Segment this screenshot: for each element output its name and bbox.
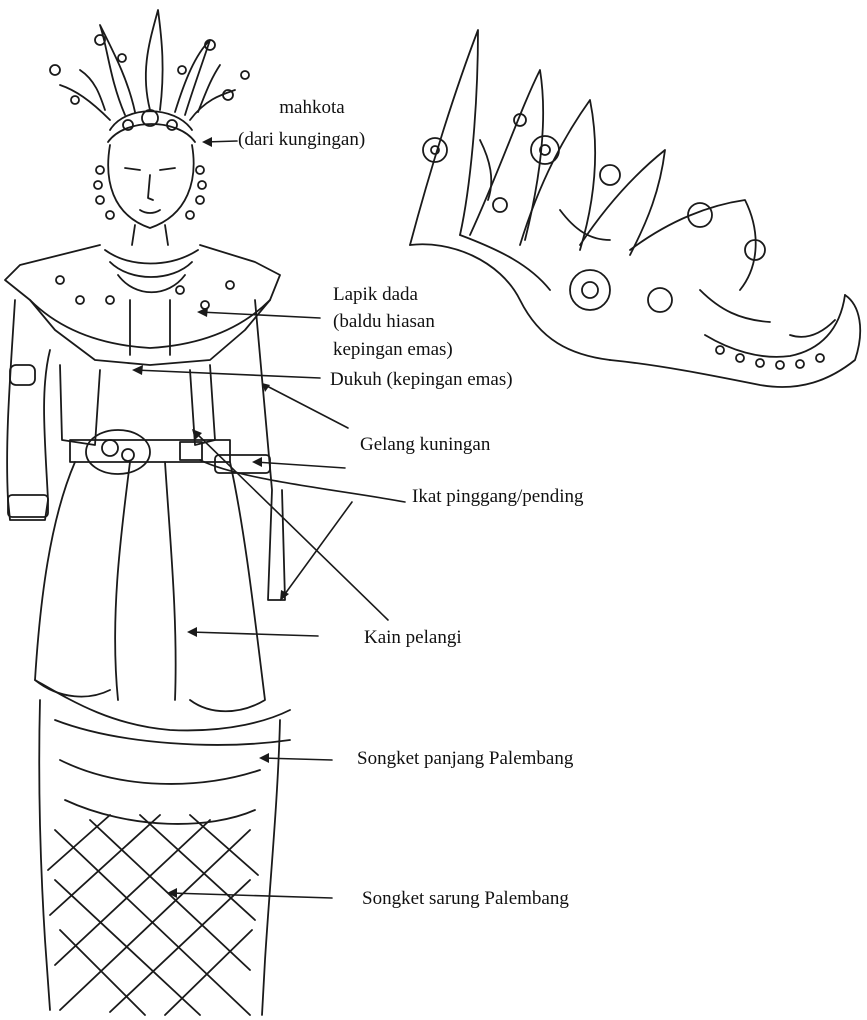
sarung-lattice [48, 815, 258, 1015]
crown-drawing [50, 10, 249, 142]
label-dukuh: Dukuh (kepingan emas) [330, 368, 513, 391]
leader-gelang-2 [255, 462, 345, 468]
label-mahkota-text: mahkota [279, 97, 344, 118]
figure-drawing [5, 10, 290, 1015]
leader-kain [190, 632, 318, 636]
label-lapik-2: (baldu hiasan [333, 310, 435, 333]
label-gelang: Gelang kuningan [360, 433, 490, 456]
crown-detail-drawing [410, 30, 860, 387]
label-mahkota-sub: (dari kungingan) [238, 128, 365, 151]
label-songket-panjang: Songket panjang Palembang [357, 747, 573, 770]
label-songket-sarung: Songket sarung Palembang [362, 887, 569, 910]
leader-songket-panjang [262, 758, 332, 760]
label-mahkota: mahkota [267, 96, 357, 119]
label-lapik-1: Lapik dada [333, 283, 418, 306]
label-lapik-3: kepingan emas) [333, 338, 453, 361]
leader-ikat-3 [195, 432, 388, 620]
leader-songket-sarung [170, 893, 332, 898]
leader-gelang-1 [265, 385, 348, 428]
label-kain: Kain pelangi [364, 626, 462, 649]
leader-dukuh [135, 370, 320, 378]
label-ikat: Ikat pinggang/pending [412, 485, 584, 508]
